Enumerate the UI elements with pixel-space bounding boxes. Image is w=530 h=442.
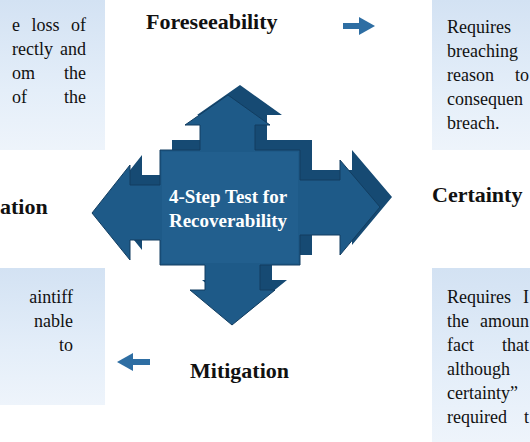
step-heading: Foreseeability (146, 9, 278, 35)
text-line: e loss of (12, 13, 86, 37)
text-line: Requires I (447, 285, 529, 309)
text-line: to (8, 333, 73, 357)
central-cross: 4-Step Test for Recoverability (88, 80, 398, 330)
text-line: om the (12, 61, 86, 85)
definition-text: e loss of rectly and om the of the (12, 13, 86, 109)
step-heading: ation (0, 194, 48, 220)
definition-text: aintiff nable to (8, 285, 73, 357)
definition-box: aintiff nable to (0, 268, 105, 405)
step-heading: Certainty (432, 182, 522, 208)
definition-box: Requires I the amoun fact that although … (432, 268, 530, 442)
text-line: 4-Step Test for (148, 185, 308, 209)
arrow-head (359, 17, 375, 35)
center-title: 4-Step Test for Recoverability (148, 185, 308, 233)
cross-hub (162, 152, 298, 263)
text-line: nable (8, 309, 73, 333)
text-line: the amoun (447, 309, 529, 333)
text-line: Requires (447, 15, 529, 39)
text-line: breach. (447, 111, 529, 135)
text-line: although (447, 357, 529, 381)
text-line: required t (447, 405, 529, 429)
text-line: Recoverability (148, 209, 308, 233)
cross-face (92, 95, 380, 325)
text-line: fact that (447, 333, 529, 357)
text-line: aintiff (8, 285, 73, 309)
text-line: of the (12, 85, 86, 109)
text-line: consequen (447, 87, 529, 111)
definition-text: Requires I the amoun fact that although … (447, 285, 529, 429)
text-line: breaching (447, 39, 529, 63)
step-heading: Mitigation (190, 358, 289, 384)
text-line: certainty” (447, 381, 529, 405)
definition-box: e loss of rectly and om the of the (0, 0, 105, 150)
definition-text: Requires breaching reason to consequen b… (447, 15, 529, 135)
definition-box: Requires breaching reason to consequen b… (432, 0, 530, 150)
arrow-head (117, 353, 133, 371)
text-line: reason to (447, 63, 529, 87)
text-line: rectly and (12, 37, 86, 61)
